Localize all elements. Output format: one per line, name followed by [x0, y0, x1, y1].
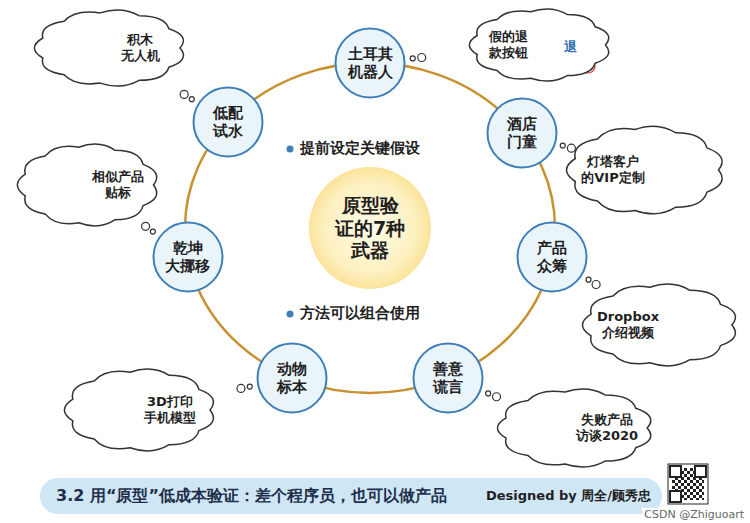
button-glyph: 退 [564, 38, 577, 56]
node-outline [13, 140, 163, 230]
node-label: 善意 谎言 [433, 360, 463, 396]
trail-bubble [189, 97, 194, 102]
note-text: 方法可以组合使用 [300, 304, 420, 323]
circle-outline [487, 99, 556, 168]
circle-outline [414, 343, 483, 412]
example-text: 灯塔客户 的VIP定制 [581, 154, 644, 185]
method-circle: 低配 试水 [192, 86, 264, 158]
thought-cloud: 假的退 款按钮 [465, 5, 615, 85]
cloud-outline [582, 284, 735, 366]
thought-cloud: 灯塔客户 的VIP定制 [562, 122, 729, 218]
node-outline [60, 365, 220, 455]
node-outline [30, 6, 190, 90]
credit-text: Designed by 周全/顾秀忠 [486, 487, 651, 505]
thought-cloud: Dropbox 介绍视频 [578, 280, 742, 370]
node-label: 土耳其 机器人 [348, 45, 393, 81]
cloud-outline [17, 144, 156, 226]
method-circle: 动物 标本 [256, 342, 328, 414]
center-fill [309, 167, 431, 289]
circle-outline [518, 222, 587, 291]
trail-bubble [410, 56, 415, 61]
bullet-dot [287, 146, 294, 153]
trail-bubble [486, 391, 491, 396]
watermark: CSDN @Zhiguoart [642, 508, 746, 521]
trail-bubble [567, 144, 575, 152]
node-outline [465, 5, 615, 85]
thought-cloud: 失败产品 访谈2020 [493, 385, 657, 471]
thought-cloud: 相似产品 贴标 [13, 140, 163, 230]
example-text: 假的退 款按钮 [489, 29, 528, 60]
method-circle: 善意 谎言 [412, 342, 484, 414]
trail-bubble [150, 229, 155, 234]
method-circle: 产品 众筹 [516, 221, 588, 293]
node-label: 原型验 证的7种 武器 [335, 194, 405, 262]
example-text: Dropbox 介绍视频 [597, 309, 659, 340]
trail-bubble [586, 277, 591, 282]
trail-bubble [237, 384, 245, 392]
node-label: 乾坤 大挪移 [165, 239, 210, 275]
example-text: 失败产品 访谈2020 [576, 412, 638, 443]
circle-outline [194, 87, 263, 156]
caption-text: 3.2 用“原型”低成本验证：差个程序员，也可以做产品 [56, 486, 447, 507]
cloud-outline [497, 389, 650, 467]
trail-bubble [592, 280, 600, 288]
trail-bubble [418, 54, 426, 62]
center-circle: 原型验 证的7种 武器 [308, 166, 432, 290]
cloud-outline [64, 369, 213, 451]
trail-bubble [142, 222, 150, 230]
trail-bubble [247, 384, 252, 389]
method-circle: 乾坤 大挪移 [152, 221, 224, 293]
example-text: 相似产品 贴标 [92, 169, 144, 200]
trail-bubble [180, 90, 188, 98]
bullet-dot [287, 311, 294, 318]
cloud-outline [566, 126, 722, 214]
method-circle: 酒店 门童 [486, 97, 558, 169]
qr-code [668, 464, 708, 504]
thought-cloud: 积木 无人机 [30, 6, 190, 90]
node-label: 酒店 门童 [507, 115, 537, 151]
caption-band [40, 478, 662, 514]
node-label: 低配 试水 [213, 104, 243, 140]
example-text: 积木 无人机 [121, 32, 160, 63]
note-text: 提前设定关键假设 [300, 139, 420, 158]
cloud-outline [34, 10, 183, 86]
node-label: 产品 众筹 [537, 239, 567, 275]
circle-outline [257, 343, 326, 412]
method-circle: 土耳其 机器人 [334, 27, 406, 99]
trail-bubble [560, 143, 565, 148]
cloud-outline [469, 9, 608, 81]
node-label: 动物 标本 [277, 360, 307, 396]
example-text: 3D打印 手机模型 [144, 394, 196, 425]
thought-cloud: 3D打印 手机模型 [60, 365, 220, 455]
circle-outline [336, 29, 405, 98]
trail-bubble [493, 393, 501, 401]
circle-outline [153, 222, 222, 291]
